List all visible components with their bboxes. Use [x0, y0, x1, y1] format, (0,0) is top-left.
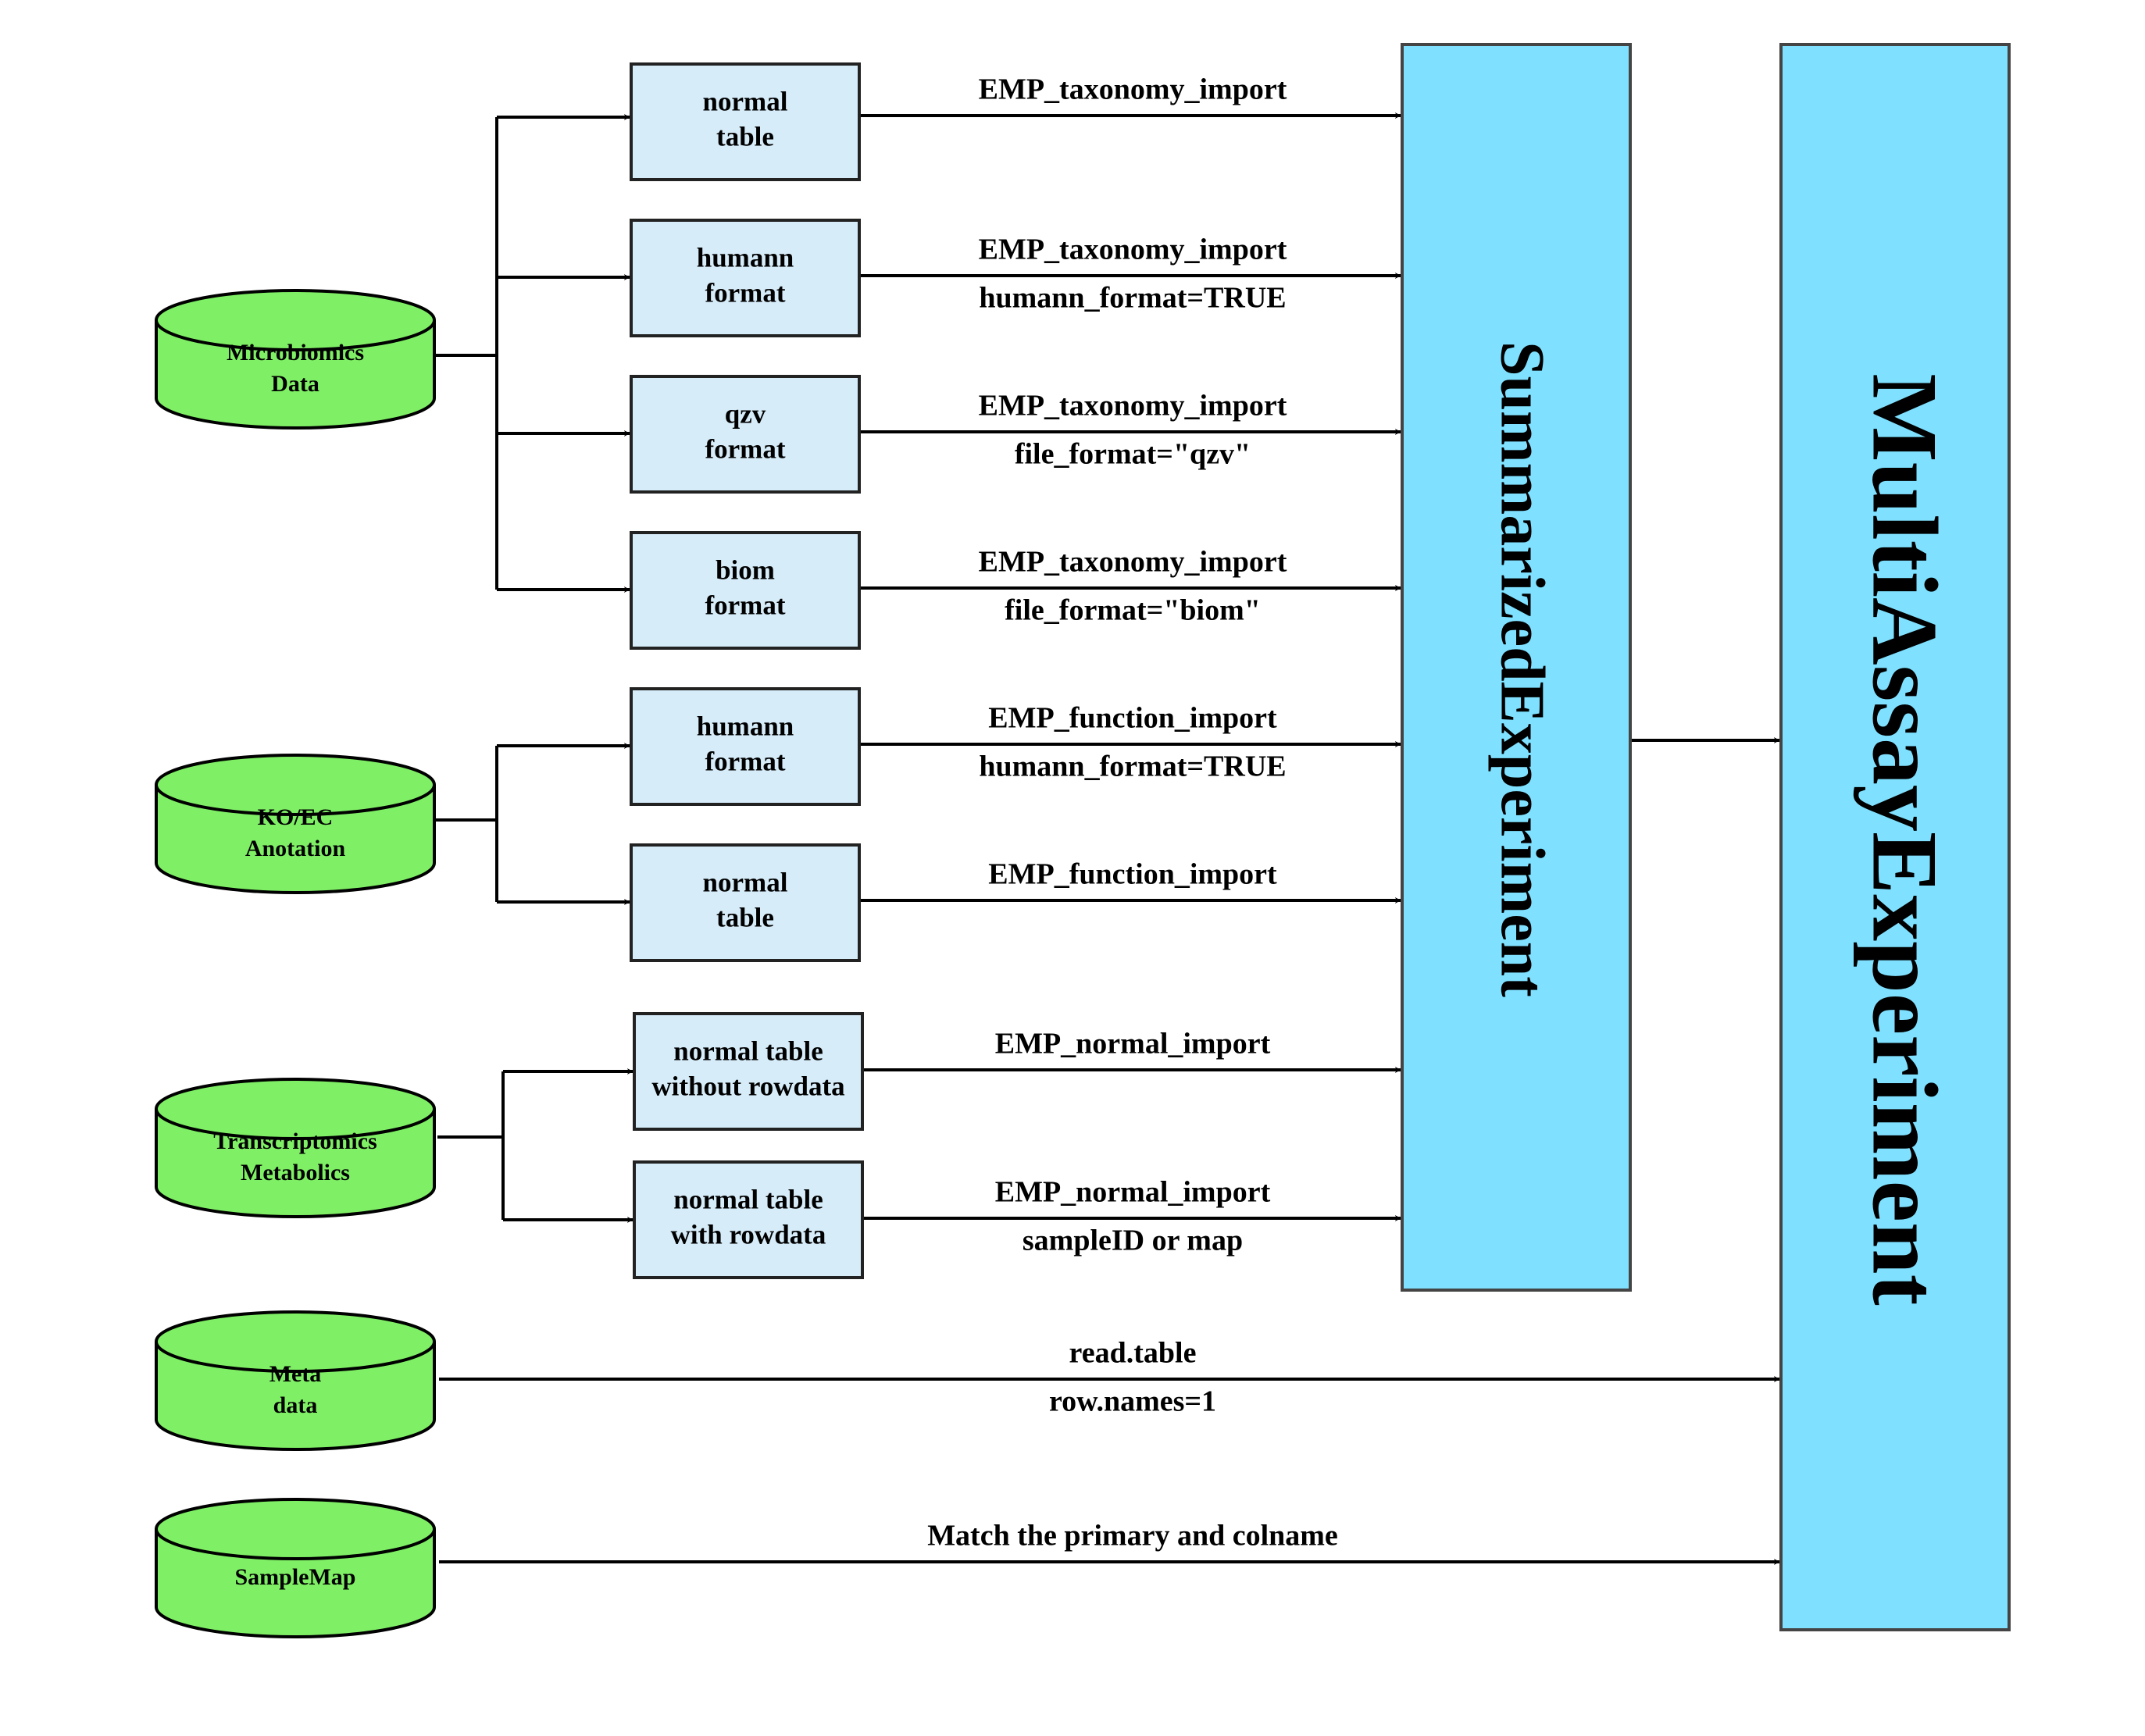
normal-table-2-label-line: table [716, 903, 774, 933]
microbiomics-label-line: Microbiomics [227, 340, 364, 365]
humann-format-2-box: humann format [630, 687, 861, 806]
normal-table-no-rowdata-box: normal table without rowdata [633, 1012, 864, 1131]
humann-format-1-label-line: format [705, 278, 785, 308]
meta-edge-function-label: read.table [1069, 1337, 1197, 1370]
humann-format-2-label-line: format [705, 747, 785, 777]
ko-ec-trunk-edge [434, 746, 498, 902]
qzv-format-label-line: qzv [725, 399, 766, 430]
transcriptomics-trunk-edge [437, 1071, 505, 1220]
transcriptomics-label-line: Metabolics [241, 1160, 350, 1185]
normal-table-1-edge-function-label: EMP_taxonomy_import [979, 73, 1287, 106]
samplemap-label-line: SampleMap [234, 1564, 355, 1590]
humann-format-1-edge-function-label: EMP_taxonomy_import [979, 233, 1287, 266]
multi-assay-experiment-label: MultiAssayExperiment [1853, 373, 1957, 1305]
samplemap-edge-function-label: Match the primary and colname [927, 1520, 1338, 1552]
multi-assay-experiment-rect [1779, 43, 2011, 1631]
humann-format-2-label-line: humann [697, 711, 794, 742]
edge-labels-layer: EMP_taxonomy_importEMP_taxonomy_importhu… [927, 73, 1338, 1552]
normal-table-rowdata-box: normal table with rowdata [633, 1160, 864, 1279]
humann-format-1-box: humann format [630, 219, 861, 337]
normal-table-no-rowdata-edge-function-label: EMP_normal_import [995, 1028, 1271, 1060]
normal-table-rowdata-rect [633, 1160, 864, 1279]
normal-table-1-label-line: normal [703, 87, 788, 117]
meta-cylinder-top [155, 1310, 436, 1373]
meta-label-line: data [273, 1392, 318, 1418]
normal-table-rowdata-label-line: normal table [673, 1185, 823, 1215]
normal-table-no-rowdata-label-line: normal table [673, 1036, 823, 1067]
transcriptomics-label-line: Transcriptomics [213, 1128, 377, 1154]
qzv-format-edge-function-label: EMP_taxonomy_import [979, 390, 1287, 422]
meta-cylinder: Meta data [155, 1310, 436, 1451]
microbiomics-trunk-edge [434, 117, 498, 590]
meta-label-line: Meta [269, 1361, 322, 1387]
normal-table-no-rowdata-rect [633, 1012, 864, 1131]
humann-format-1-edge-argument-label: humann_format=TRUE [979, 282, 1286, 315]
microbiomics-cylinder-top [155, 289, 436, 351]
humann-format-1-rect [630, 219, 861, 337]
normal-table-2-box: normal table [630, 843, 861, 962]
ko-ec-label-line: Anotation [245, 836, 346, 861]
normal-table-2-edge-function-label: EMP_function_import [988, 858, 1277, 891]
biom-format-edge-argument-label: file_format="biom" [1005, 594, 1261, 627]
edges-layer [434, 112, 1780, 1565]
summarized-experiment-label: SummarizedExperiment [1488, 341, 1557, 997]
summarized-experiment-rect [1401, 43, 1632, 1292]
meta-edge-argument-label: row.names=1 [1049, 1385, 1216, 1418]
normal-table-1-rect [630, 62, 861, 181]
biom-format-rect [630, 531, 861, 650]
normal-table-rowdata-edge-function-label: EMP_normal_import [995, 1176, 1271, 1209]
samplemap-cylinder: SampleMap [155, 1498, 436, 1638]
biom-format-edge-function-label: EMP_taxonomy_import [979, 546, 1287, 579]
ko-ec-label-line: KO/EC [258, 804, 334, 830]
humann-format-2-edge-function-label: EMP_function_import [988, 702, 1277, 735]
biom-format-box: biom format [630, 531, 861, 650]
normal-table-rowdata-label-line: with rowdata [671, 1220, 826, 1250]
ko-ec-cylinder-top [155, 754, 436, 816]
normal-table-2-rect [630, 843, 861, 962]
normal-table-rowdata-edge-argument-label: sampleID or map [1023, 1224, 1243, 1257]
normal-table-1-box: normal table [630, 62, 861, 181]
normal-table-no-rowdata-label-line: without rowdata [651, 1071, 844, 1102]
biom-format-label-line: format [705, 590, 785, 621]
qzv-format-label-line: format [705, 434, 785, 465]
qzv-format-edge-argument-label: file_format="qzv" [1015, 438, 1251, 471]
summarized-experiment-box: SummarizedExperiment [1401, 43, 1632, 1292]
multi-assay-experiment-box: MultiAssayExperiment [1779, 43, 2011, 1631]
normal-table-1-label-line: table [716, 122, 774, 152]
samplemap-cylinder-top [155, 1498, 436, 1560]
transcriptomics-cylinder-top [155, 1078, 436, 1140]
biom-format-label-line: biom [716, 555, 775, 586]
microbiomics-label-line: Data [271, 371, 319, 397]
ko-ec-cylinder: KO/EC Anotation [155, 754, 436, 894]
normal-table-2-label-line: normal [703, 868, 788, 898]
humann-format-2-rect [630, 687, 861, 806]
humann-format-2-edge-argument-label: humann_format=TRUE [979, 750, 1286, 783]
qzv-format-rect [630, 375, 861, 494]
humann-format-1-label-line: humann [697, 243, 794, 273]
qzv-format-box: qzv format [630, 375, 861, 494]
